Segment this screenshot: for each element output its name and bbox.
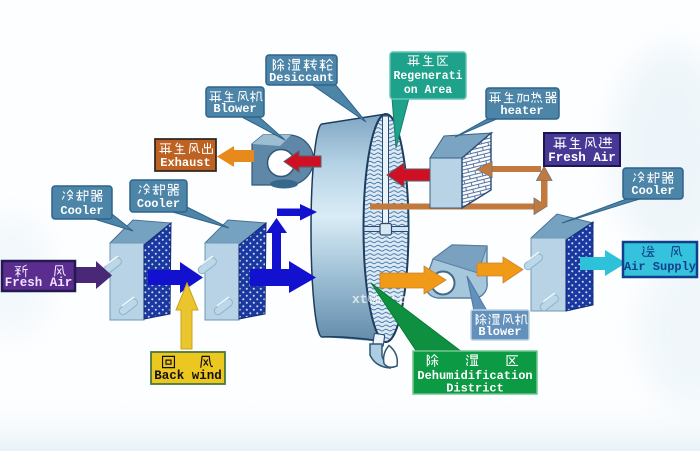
svg-text:Back wind: Back wind [154, 369, 222, 383]
svg-text:District: District [446, 382, 504, 396]
svg-text:Fresh Air: Fresh Air [5, 276, 73, 290]
svg-text:Exhaust: Exhaust [160, 156, 210, 170]
svg-text:Cooler: Cooler [60, 204, 103, 218]
svg-text:Cooler: Cooler [631, 184, 674, 198]
svg-text:Desiccant: Desiccant [269, 71, 334, 85]
svg-text:Air Supply: Air Supply [624, 260, 696, 274]
svg-text:Blower: Blower [478, 325, 521, 339]
svg-text:Blower: Blower [213, 102, 256, 116]
svg-text:Regenerati: Regenerati [393, 70, 462, 83]
svg-text:Dehumidification: Dehumidification [417, 369, 532, 383]
svg-text:on Area: on Area [404, 84, 452, 97]
svg-text:Cooler: Cooler [137, 197, 180, 211]
svg-text:Fresh Air: Fresh Air [548, 151, 616, 165]
svg-text:heater: heater [500, 104, 543, 118]
